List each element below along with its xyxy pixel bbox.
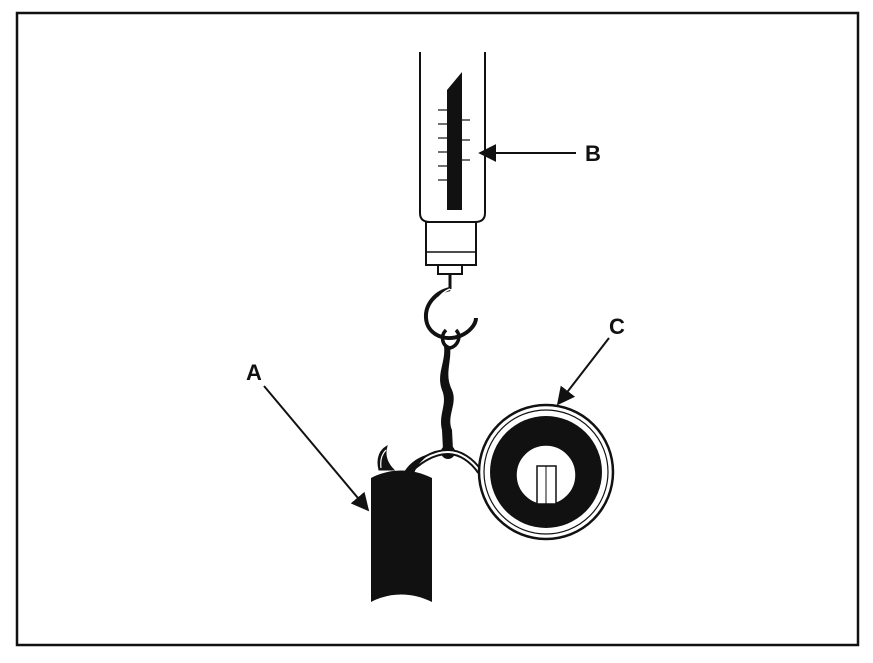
wire-end-tip-left [377,444,396,471]
scale-collar [425,221,477,266]
callout-leader-a [263,385,370,512]
callout-label-b: B [585,141,601,166]
wire-end-tip-right [404,454,430,474]
spring-scale [419,52,486,340]
wire-end-body [371,470,432,602]
scale-hook [423,287,478,340]
callout-leader-c [556,337,610,406]
wire-end [371,444,432,602]
vertical-wire [440,346,454,450]
callout-label-c: C [609,314,625,339]
spiral-spring-reel [477,403,615,541]
scale-neck [437,264,463,275]
scale-graduations [438,109,470,181]
callout-label-a: A [246,360,262,385]
scale-indicator-bar [447,72,462,210]
